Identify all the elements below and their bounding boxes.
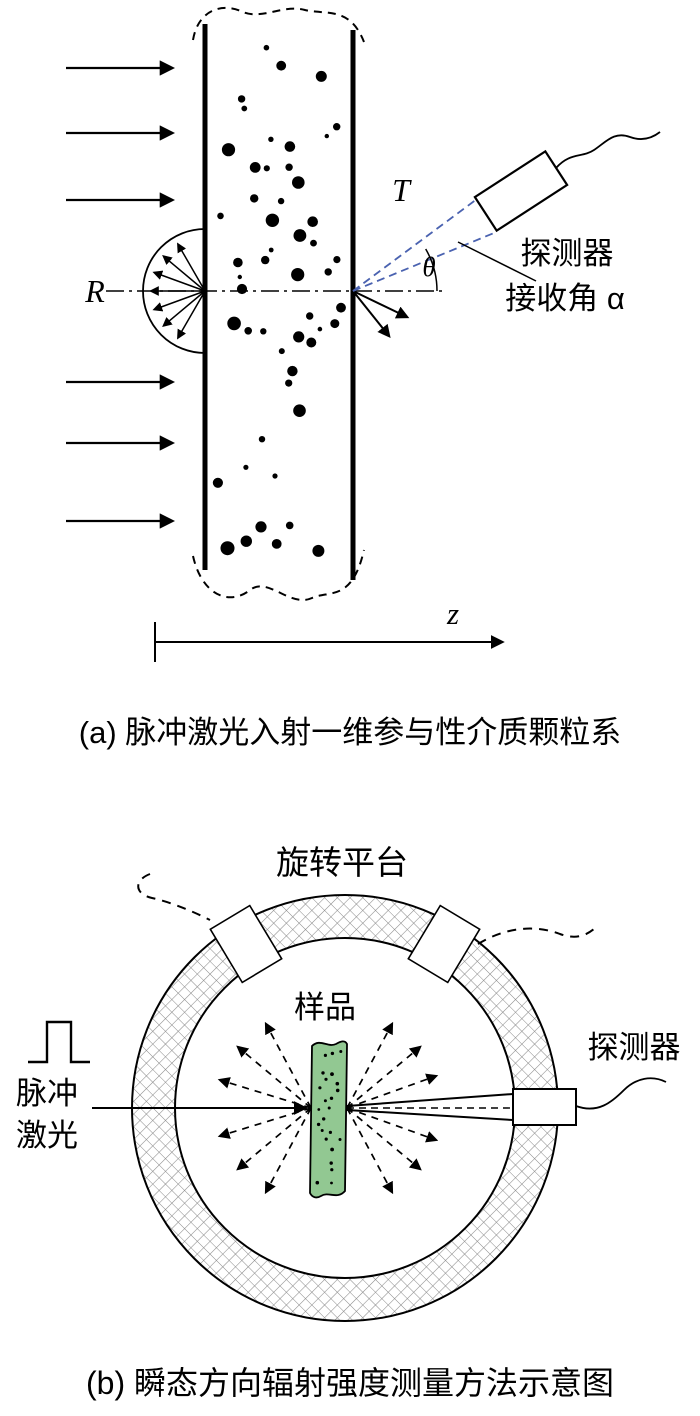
scatter-arrow [264,1107,312,1195]
detector-a [473,131,661,233]
window-motion-curve-right [477,927,595,945]
transmission-arrows [352,290,410,339]
reflection-arrow [152,270,206,292]
detector-b-body [512,1088,577,1126]
z-axis-label: z [446,596,459,631]
collection-cone [346,1093,514,1121]
reflection-label: R [84,273,105,309]
scatter-arrow [346,1045,422,1109]
rotating-platform-label: 旋转平台 [276,844,408,881]
ring-window-left [209,904,283,984]
detector-a-cable [555,131,661,169]
reflection-arc [142,228,206,354]
scatter-arrow [236,1045,312,1109]
reflection-arrow [177,242,206,292]
sample-label: 样品 [294,990,356,1025]
backscatter-arrows [217,1021,312,1195]
detector-a-label-line1: 探测器 [521,236,614,271]
slab-bottom-wavy-boundary [192,549,365,601]
reflection-arrows [149,242,206,340]
detector-b [512,1077,667,1126]
slab-top-wavy-boundary [192,7,365,43]
ring-window-right [407,904,481,984]
forward-scatter-arrows [346,1021,439,1195]
figure-b-caption: (b) 瞬态方向辐射强度测量方法示意图 [86,1365,614,1401]
detector-a-label-line2: 接收角 α [505,281,625,316]
ring-window-left-collar [209,904,283,984]
scatter-arrow [346,1107,394,1195]
ring-window-right-collar [407,904,481,984]
scatter-arrow [346,1021,394,1109]
scatter-arrow [346,1107,422,1171]
reflection-arrow [162,255,206,292]
figure-b-diagram: 旋转平台 [16,844,681,1401]
particle-dots [212,44,346,557]
detector-a-body [473,149,569,233]
pulsed-laser-label-line1: 脉冲 [16,1076,78,1111]
window-motion-curve-left [137,873,211,921]
sample-particle-dots [315,1050,343,1185]
incident-beam-arrows [66,60,176,529]
detector-b-label: 探测器 [588,1030,681,1065]
cone-edge-upper [346,1093,514,1107]
pulsed-laser-label-line2: 激光 [16,1118,78,1153]
figure-a-caption: (a) 脉冲激光入射一维参与性介质颗粒系 [79,715,622,750]
scatter-arrow [236,1107,312,1171]
reflection-arrow [152,290,206,312]
figure-a-diagram: R θ T 探测器 接收角 α z (a) [66,7,661,750]
detector-b-cable [575,1077,667,1110]
scatter-arrow [217,1107,312,1139]
z-axis: z [154,596,505,662]
cone-edge-lower [346,1109,514,1121]
reflection-arrow [162,290,206,327]
theta-angle-arc [425,248,438,292]
detector-label-leader-line [457,241,537,282]
scatter-arrow [217,1077,312,1109]
pulse-waveform-icon [28,1020,90,1064]
transmission-arrow [352,290,391,339]
scatter-arrow [264,1021,312,1109]
scatter-arrow [346,1107,439,1143]
scatter-arrow [346,1073,439,1109]
cone-line-upper [352,198,478,292]
sample-slab [309,1040,348,1199]
theta-label: θ [422,252,435,282]
transmission-arrow [352,290,410,319]
transmission-label: T [392,172,412,208]
reflection-arrow [177,290,206,340]
